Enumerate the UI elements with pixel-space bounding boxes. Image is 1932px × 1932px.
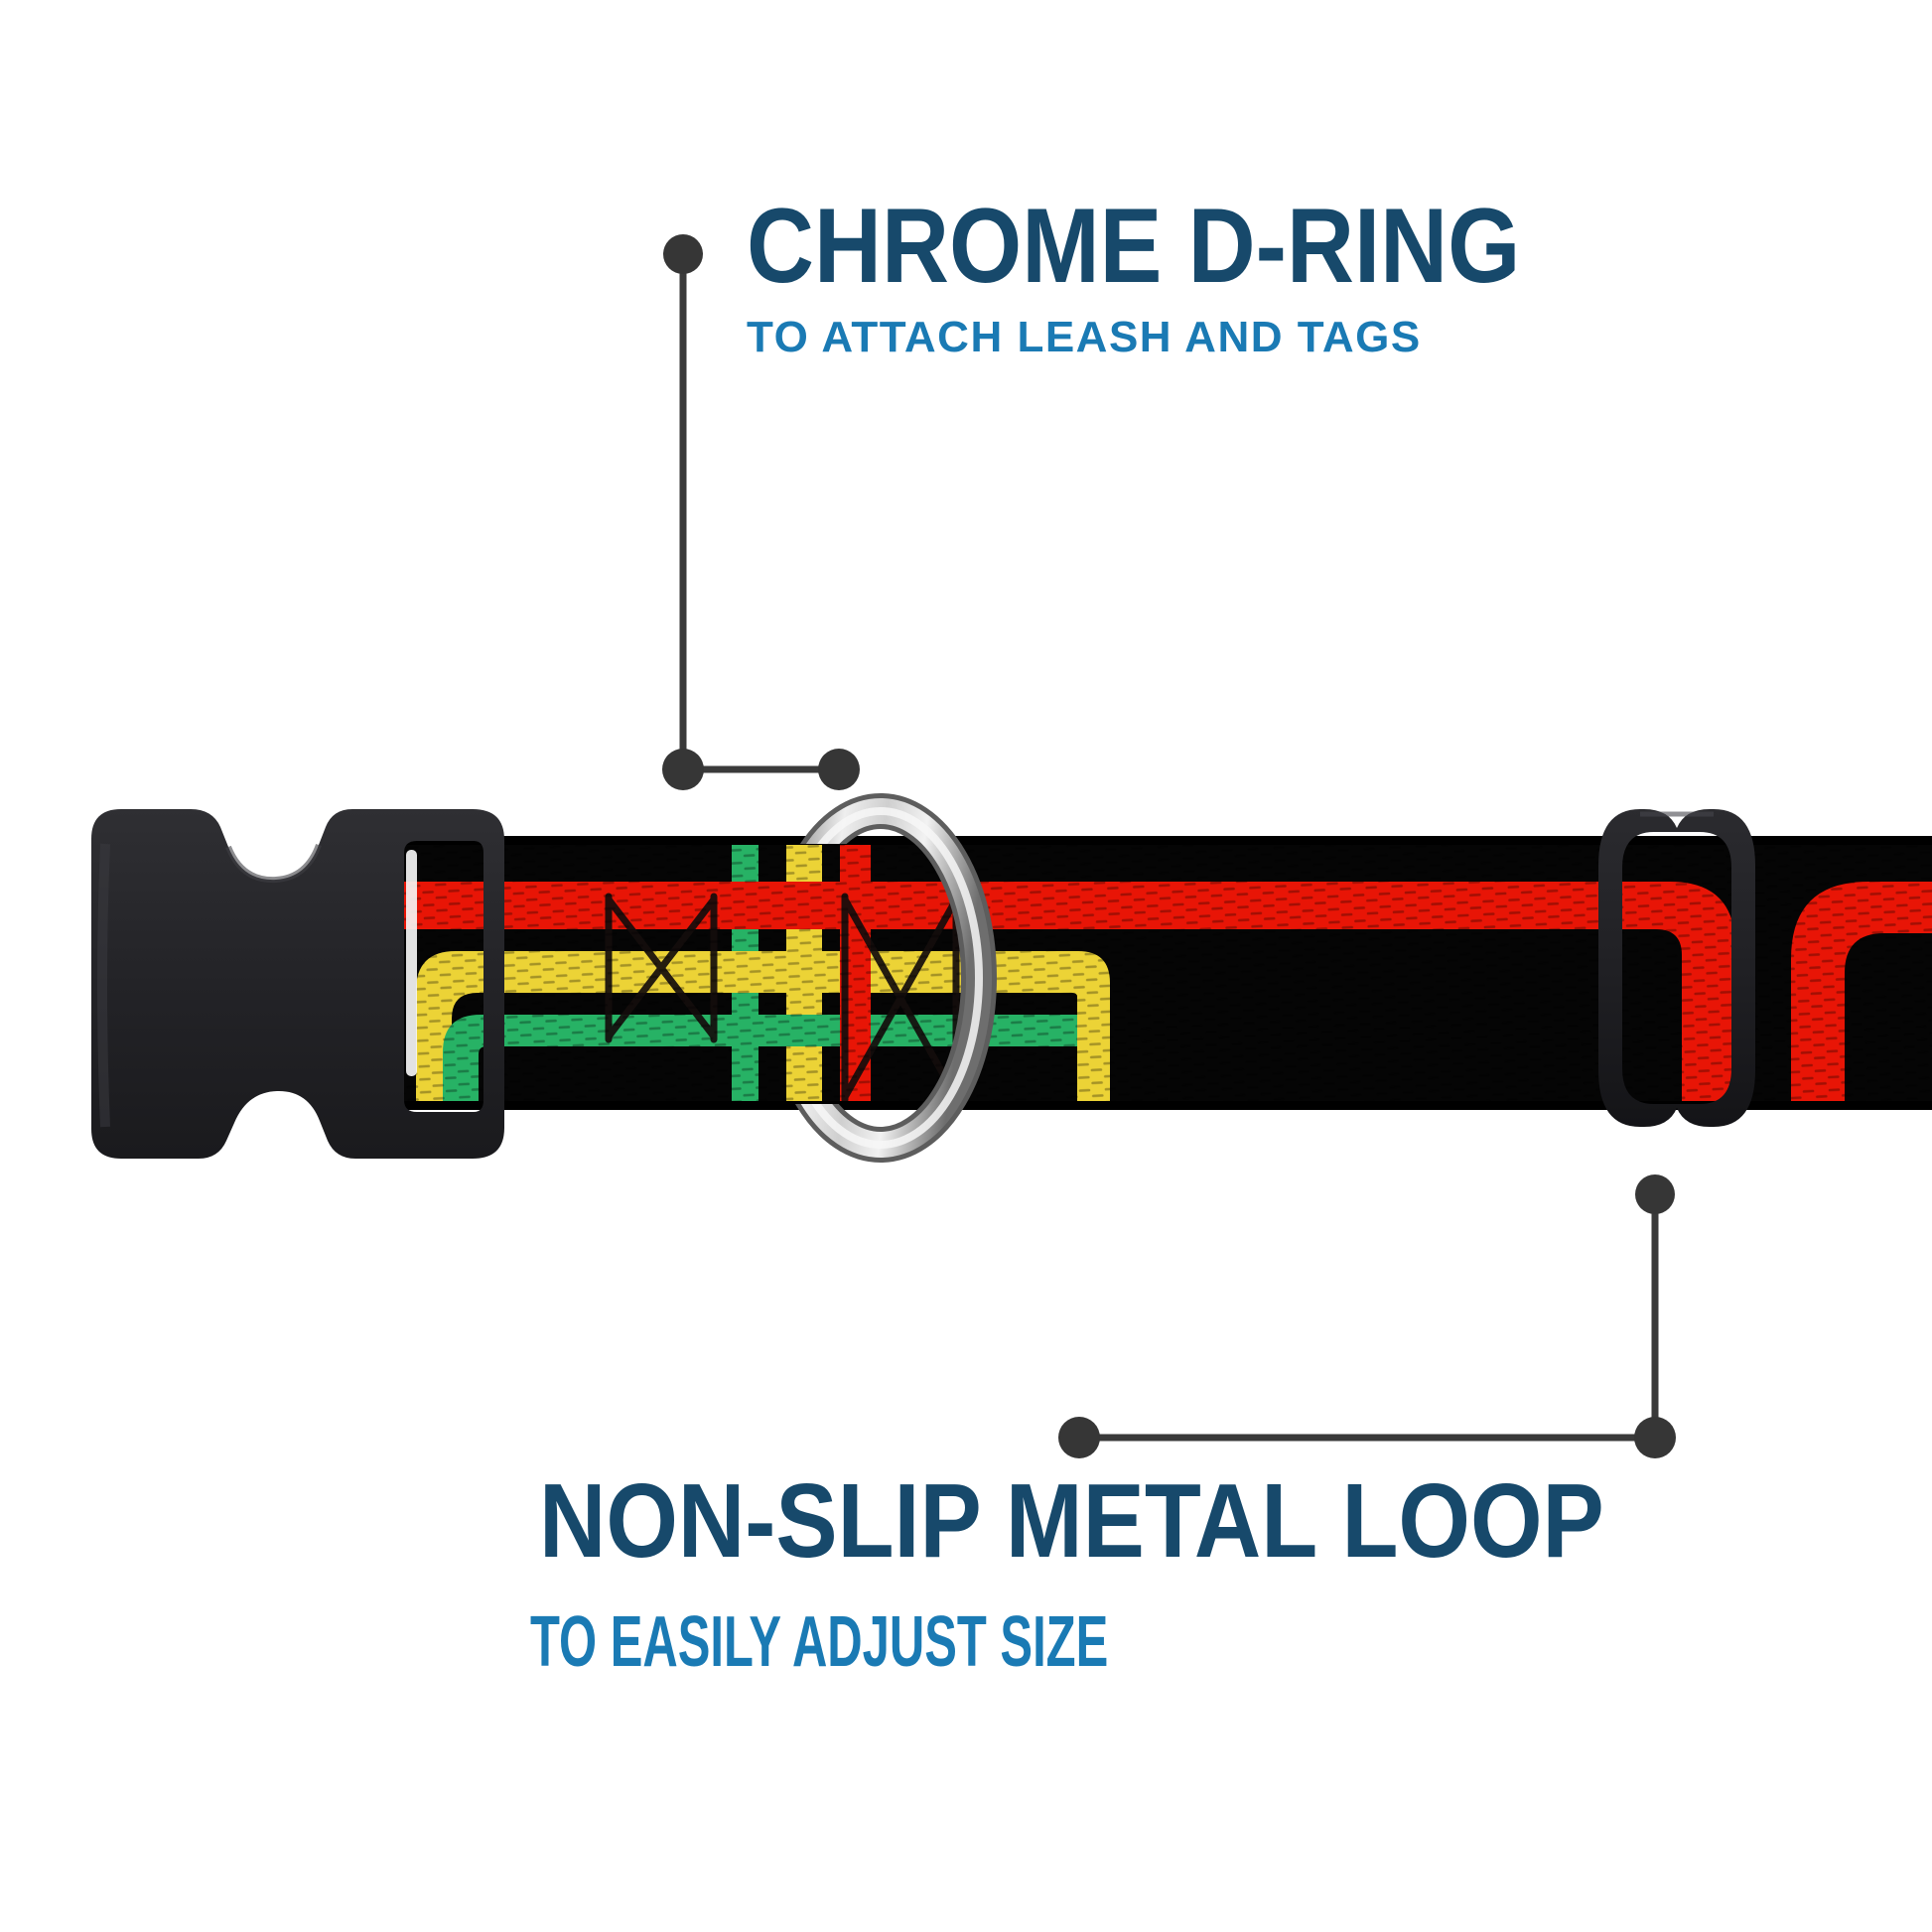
callout-dot [1634, 1417, 1676, 1458]
strap-bottom-edge [328, 1101, 1932, 1110]
chrome-d-ring-icon [764, 793, 997, 1163]
buckle-body [91, 809, 504, 1159]
callout-dot [663, 234, 703, 274]
callout-dot [662, 749, 704, 790]
callout-dot [1635, 1174, 1675, 1214]
slider-body [1598, 809, 1755, 1127]
callout-dot [818, 749, 860, 790]
tri-glide-slider [1598, 809, 1755, 1127]
buckle-highlight [97, 843, 110, 1128]
bottom-callout-title: NON-SLIP METAL LOOP [539, 1462, 1604, 1580]
webbing-strap [328, 836, 1932, 1110]
top-callout-subtitle: TO ATTACH LEASH AND TAGS [747, 313, 1422, 361]
strap-top-edge [328, 836, 1932, 845]
buckle-slot-reflection [406, 850, 417, 1076]
buckle-notch-highlight [225, 843, 322, 884]
top-callout-title: CHROME D-RING [747, 186, 1521, 305]
weave-texture [328, 836, 1932, 1110]
bottom-callout-pointer [1058, 1174, 1676, 1458]
top-callout-pointer [662, 234, 860, 790]
side-release-buckle [91, 809, 504, 1159]
callout-dot [1058, 1417, 1100, 1458]
bottom-callout-subtitle: TO EASILY ADJUST SIZE [530, 1602, 1109, 1682]
